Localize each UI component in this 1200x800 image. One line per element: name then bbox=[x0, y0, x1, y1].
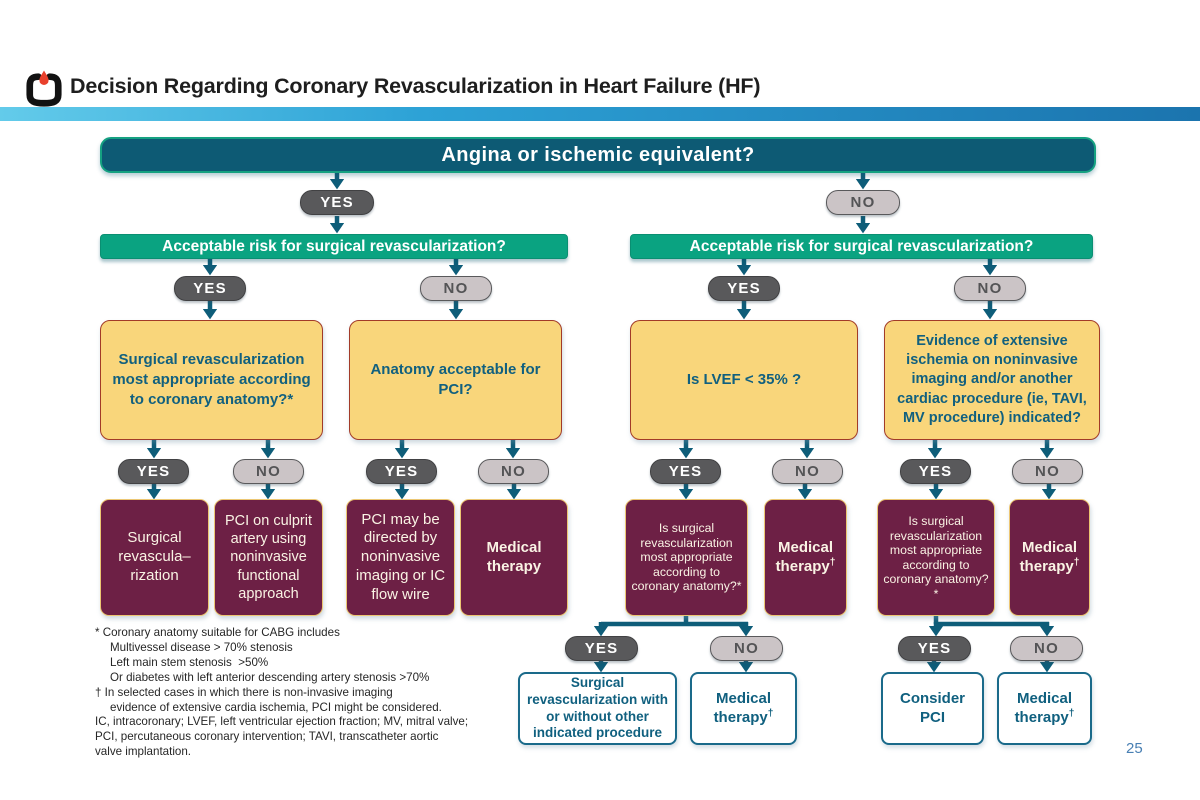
badge-label: YES bbox=[917, 640, 952, 657]
question-label: Is LVEF < 35% ? bbox=[686, 371, 802, 389]
badge-label: YES bbox=[320, 194, 354, 211]
page-title: Decision Regarding Coronary Revasculariz… bbox=[70, 74, 761, 98]
badge-yes-risk-right: YES bbox=[708, 276, 780, 301]
badge-label: YES bbox=[584, 640, 619, 657]
badge-label: YES bbox=[668, 463, 703, 480]
medical-therapy-text: Medical therapy bbox=[1014, 689, 1073, 726]
badge-label: NO bbox=[443, 280, 469, 297]
outcome-label: Medical therapy† bbox=[1004, 690, 1085, 728]
footnotes: * Coronary anatomy suitable for CABG inc… bbox=[95, 626, 515, 760]
badge-no-mid-split: NO bbox=[710, 636, 783, 661]
node-medical-therapy-3: Medical therapy† bbox=[1009, 499, 1090, 616]
badge-no-risk-left: NO bbox=[420, 276, 492, 301]
node-risk-question-right: Acceptable risk for surgical revasculari… bbox=[630, 234, 1093, 259]
node-surgical-revascularization: Surgical revascula–rization bbox=[100, 499, 209, 616]
badge-label: NO bbox=[850, 194, 876, 211]
root-question-label: Angina or ischemic equivalent? bbox=[441, 143, 755, 166]
badge-label: NO bbox=[977, 280, 1003, 297]
footnote-line: valve implantation. bbox=[95, 745, 192, 759]
badge-yes-q4: YES bbox=[900, 459, 971, 484]
outcome-label: Consider PCI bbox=[899, 689, 965, 726]
node-is-surgical-most-appropriate-right: Is surgical revascularization most appro… bbox=[877, 499, 995, 616]
node-consider-pci: Consider PCI bbox=[881, 672, 984, 745]
outcome-label: Surgical revascularization with or witho… bbox=[526, 674, 669, 741]
badge-no-q3: NO bbox=[772, 459, 843, 484]
node-surgical-anatomy-question: Surgical revascularization most appropri… bbox=[100, 320, 323, 440]
medical-therapy-text: Medical therapy bbox=[1019, 538, 1078, 575]
node-pci-culprit-artery: PCI on culprit artery using noninvasive … bbox=[214, 499, 323, 616]
node-medical-therapy-2: Medical therapy† bbox=[764, 499, 847, 616]
dagger-mark: † bbox=[829, 556, 836, 568]
result-label: PCI may be directed by noninvasive imagi… bbox=[355, 510, 446, 603]
result-label: Medical therapy† bbox=[770, 539, 841, 577]
badge-label: YES bbox=[918, 463, 953, 480]
node-evidence-question: Evidence of extensive ischemia on noninv… bbox=[884, 320, 1100, 440]
result-label: PCI on culprit artery using noninvasive … bbox=[224, 513, 313, 602]
footnote-line: Left main stem stenosis >50% bbox=[110, 655, 269, 669]
result-label: Surgical revascula–rization bbox=[118, 529, 191, 584]
badge-label: NO bbox=[501, 463, 526, 480]
page-number: 25 bbox=[1126, 740, 1143, 757]
question-label: Evidence of extensive ischemia on noninv… bbox=[897, 333, 1087, 426]
footnote-line: Multivessel disease > 70% stenosis bbox=[110, 640, 293, 654]
medical-therapy-text: Medical therapy bbox=[775, 538, 834, 575]
result-label: Is surgical revascularization most appro… bbox=[631, 521, 742, 594]
badge-yes-q2: YES bbox=[366, 459, 437, 484]
node-is-surgical-most-appropriate-mid: Is surgical revascularization most appro… bbox=[625, 499, 748, 616]
node-medical-therapy-outcome-2: Medical therapy† bbox=[997, 672, 1092, 745]
dagger-mark: † bbox=[767, 707, 774, 719]
badge-yes-q1: YES bbox=[118, 459, 189, 484]
badge-yes-q3: YES bbox=[650, 459, 721, 484]
node-pci-directed-imaging: PCI may be directed by noninvasive imagi… bbox=[346, 499, 455, 616]
question-label: Surgical revascularization most appropri… bbox=[112, 351, 311, 408]
node-surgical-with-other-procedure: Surgical revascularization with or witho… bbox=[518, 672, 677, 745]
footnote-line: PCI, percutaneous coronary intervention;… bbox=[95, 730, 439, 744]
badge-no-q1: NO bbox=[233, 459, 304, 484]
question-label: Anatomy acceptable for PCI? bbox=[370, 361, 541, 398]
badge-no-angina: NO bbox=[826, 190, 900, 215]
result-label: Is surgical revascularization most appro… bbox=[883, 514, 989, 601]
node-risk-question-left: Acceptable risk for surgical revasculari… bbox=[100, 234, 568, 259]
badge-label: NO bbox=[795, 463, 820, 480]
badge-label: NO bbox=[734, 640, 759, 657]
risk-question-label: Acceptable risk for surgical revasculari… bbox=[689, 237, 1034, 255]
footnote-line: † In selected cases in which there is no… bbox=[95, 685, 393, 699]
footnote-line: * Coronary anatomy suitable for CABG inc… bbox=[95, 626, 340, 639]
node-medical-therapy-1: Medical therapy bbox=[460, 499, 568, 616]
node-lvef-question: Is LVEF < 35% ? bbox=[630, 320, 858, 440]
footnote-line: evidence of extensive cardia ischemia, P… bbox=[110, 700, 442, 714]
badge-label: NO bbox=[256, 463, 281, 480]
node-root-question: Angina or ischemic equivalent? bbox=[100, 137, 1096, 173]
outcome-label: Medical therapy† bbox=[697, 690, 790, 728]
badge-label: YES bbox=[136, 463, 171, 480]
badge-yes-right-split: YES bbox=[898, 636, 971, 661]
footnote-line: Or diabetes with left anterior descendin… bbox=[110, 670, 430, 684]
badge-label: NO bbox=[1035, 463, 1060, 480]
node-anatomy-pci-question: Anatomy acceptable for PCI? bbox=[349, 320, 562, 440]
result-label: Medical therapy† bbox=[1015, 539, 1084, 577]
badge-no-q2: NO bbox=[478, 459, 549, 484]
dagger-mark: † bbox=[1068, 707, 1075, 719]
badge-yes-mid-split: YES bbox=[565, 636, 638, 661]
node-medical-therapy-outcome-1: Medical therapy† bbox=[690, 672, 797, 745]
title-underline-bar bbox=[0, 107, 1200, 121]
badge-label: YES bbox=[193, 280, 227, 297]
badge-no-risk-right: NO bbox=[954, 276, 1026, 301]
badge-no-right-split: NO bbox=[1010, 636, 1083, 661]
dagger-mark: † bbox=[1073, 556, 1080, 568]
medical-therapy-text: Medical therapy bbox=[713, 689, 772, 726]
heart-logo-icon bbox=[26, 70, 62, 107]
result-label: Medical therapy bbox=[486, 538, 542, 575]
badge-no-q4: NO bbox=[1012, 459, 1083, 484]
badge-label: YES bbox=[727, 280, 761, 297]
badge-label: NO bbox=[1034, 640, 1059, 657]
badge-yes-angina: YES bbox=[300, 190, 374, 215]
risk-question-label: Acceptable risk for surgical revasculari… bbox=[162, 237, 506, 255]
badge-yes-risk-left: YES bbox=[174, 276, 246, 301]
badge-label: YES bbox=[384, 463, 419, 480]
footnote-line: IC, intracoronary; LVEF, left ventricula… bbox=[95, 715, 469, 729]
